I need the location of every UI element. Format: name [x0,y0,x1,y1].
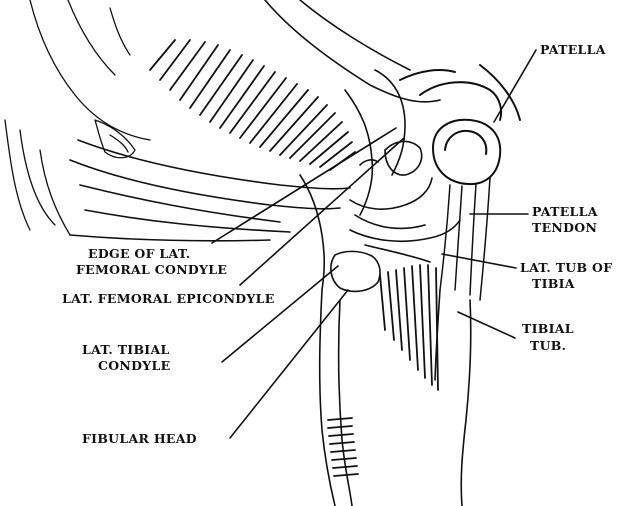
label-patella: PATELLA [540,42,606,57]
label-tibial-tub-line2: TUB. [530,338,566,353]
patellar-tendon [440,178,490,300]
leader-patella [494,50,536,122]
knee-joint [300,70,460,290]
label-lat-tibial-condyle-line2: CONDYLE [98,358,170,373]
label-patella-tendon-line2: TENDON [532,220,597,235]
tibial-stippling [380,265,438,390]
leader-lat-fem-epicondyle [240,138,404,285]
label-tibial-tub-line1: TIBIAL [522,321,574,336]
leader-lines [212,50,536,438]
label-edge-lat-fem-line1: EDGE OF LAT. [88,246,190,261]
label-lat-fem-epicondyle: LAT. FEMORAL EPICONDYLE [62,291,275,306]
thigh-outline [70,0,440,241]
label-lat-tibial-condyle-line1: LAT. TIBIAL [82,342,170,357]
thigh-hatching [150,40,355,170]
hand-drawing [5,0,150,235]
leader-lat-tub [442,254,516,268]
label-patella-tendon-line1: PATELLA [532,204,598,219]
labels: PATELLA PATELLA TENDON LAT. TUB OF TIBIA… [62,42,612,446]
label-fibular-head: FIBULAR HEAD [82,431,197,446]
leader-fibular-head [230,290,348,438]
label-lat-tub-line2: TIBIA [532,276,575,291]
leader-tibial-tub [458,312,515,338]
label-edge-lat-fem-line2: FEMORAL CONDYLE [76,262,227,277]
label-lat-tub-line1: LAT. TUB OF [520,260,612,275]
